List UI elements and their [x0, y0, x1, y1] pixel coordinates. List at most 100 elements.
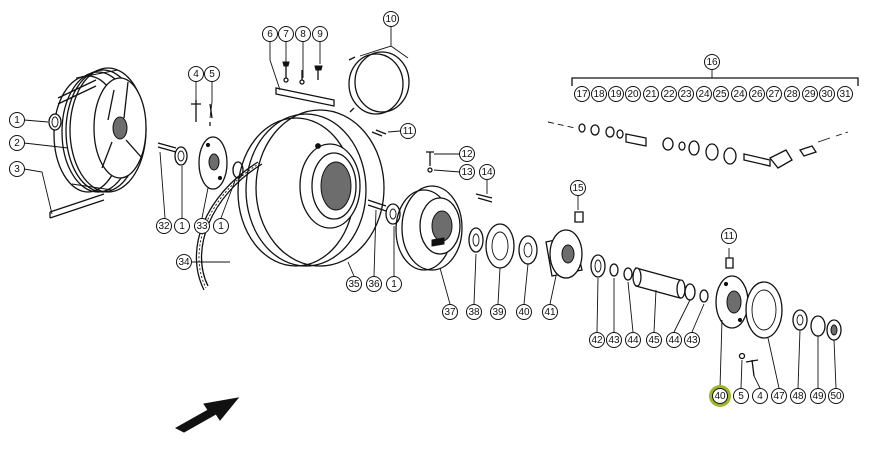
callout-circle — [684, 332, 700, 348]
callout-label: 36 — [368, 279, 380, 290]
callout-circle — [383, 11, 399, 27]
callout-label: 9 — [317, 29, 323, 40]
callout-c11b: 11 — [721, 228, 737, 244]
callout-c43a: 43 — [606, 332, 622, 348]
callout-c21: 21 — [643, 86, 659, 102]
callout-c29: 29 — [802, 86, 818, 102]
callout-label: 22 — [663, 89, 675, 100]
callout-label: 28 — [786, 89, 798, 100]
callout-label: 48 — [792, 391, 804, 402]
callout-c44a: 44 — [625, 332, 641, 348]
callout-circle — [9, 135, 25, 151]
callout-circle — [542, 304, 558, 320]
callout-circle — [749, 86, 765, 102]
callout-circle — [295, 26, 311, 42]
callout-circle — [643, 86, 659, 102]
callout-c47: 47 — [771, 388, 787, 404]
callout-label: 25 — [715, 89, 727, 100]
callout-circle — [442, 304, 458, 320]
callout-c18: 18 — [591, 86, 607, 102]
callout-circle — [466, 304, 482, 320]
callout-label: 45 — [648, 335, 660, 346]
callout-label: 1 — [391, 279, 397, 290]
direction-arrow — [174, 397, 240, 433]
callout-circle — [459, 146, 475, 162]
bearing-line-right — [468, 223, 709, 303]
callout-c23: 23 — [678, 86, 694, 102]
callout-c31: 31 — [837, 86, 853, 102]
callout-label: 44 — [668, 335, 680, 346]
callout-circle — [771, 388, 787, 404]
callout-label: 4 — [193, 69, 199, 80]
belt-strip — [49, 79, 105, 219]
callout-c22: 22 — [661, 86, 677, 102]
callout-circle — [819, 86, 835, 102]
callout-circle — [9, 161, 25, 177]
callout-label: 24 — [698, 89, 710, 100]
callout-circle — [721, 228, 737, 244]
callout-c14: 14 — [479, 164, 495, 180]
callout-circle — [713, 86, 729, 102]
callout-circle — [766, 86, 782, 102]
callout-label: 44 — [627, 335, 639, 346]
callout-label: 43 — [608, 335, 620, 346]
callout-c37: 37 — [442, 304, 458, 320]
callout-c16: 16 — [704, 54, 720, 70]
callout-label: 18 — [593, 89, 605, 100]
callout-circle — [589, 332, 605, 348]
callout-label: 14 — [481, 167, 493, 178]
callout-c5a: 5 — [204, 66, 220, 82]
callout-circle — [204, 66, 220, 82]
callout-c7: 7 — [278, 26, 294, 42]
callout-label: 41 — [544, 307, 556, 318]
callout-circle — [574, 86, 590, 102]
callout-label: 12 — [461, 149, 473, 160]
callout-c43b: 43 — [684, 332, 700, 348]
callout-c30: 30 — [819, 86, 835, 102]
callout-c1c: 1 — [213, 218, 229, 234]
callout-c48: 48 — [790, 388, 806, 404]
callout-c5b: 5 — [733, 388, 749, 404]
callout-label: 21 — [645, 89, 657, 100]
callout-circle — [278, 26, 294, 42]
callout-label: 11 — [403, 126, 414, 137]
callout-c20: 20 — [625, 86, 641, 102]
callout-c2: 2 — [9, 135, 25, 151]
callout-circle — [176, 254, 192, 270]
callout-circle — [479, 164, 495, 180]
callout-circle — [752, 388, 768, 404]
callout-label: 24 — [733, 89, 745, 100]
callout-c19: 19 — [608, 86, 624, 102]
callout-c50: 50 — [828, 388, 844, 404]
callout-label: 37 — [444, 307, 456, 318]
callout-label: 11 — [724, 231, 735, 242]
callout-label: 29 — [804, 89, 816, 100]
callout-circle — [346, 276, 362, 292]
callout-circle — [156, 218, 172, 234]
callout-c45: 45 — [646, 332, 662, 348]
callout-c15: 15 — [570, 180, 586, 196]
callout-c25: 25 — [713, 86, 729, 102]
callout-label: 17 — [576, 89, 588, 100]
callout-c34: 34 — [176, 254, 192, 270]
callout-circle — [837, 86, 853, 102]
callout-circle — [790, 388, 806, 404]
callout-c33: 33 — [194, 218, 210, 234]
callout-label: 31 — [839, 89, 851, 100]
callout-label: 35 — [348, 279, 360, 290]
callout-label: 42 — [591, 335, 603, 346]
callout-c1a: 1 — [9, 112, 25, 128]
callout-c1b: 1 — [174, 218, 190, 234]
callout-c4a: 4 — [188, 66, 204, 82]
callout-circle — [646, 332, 662, 348]
flange-bearing — [715, 257, 842, 377]
callout-circle — [188, 66, 204, 82]
callout-circle — [733, 388, 749, 404]
callout-label: 10 — [385, 14, 397, 25]
main-pulley — [237, 109, 387, 267]
callout-circle — [194, 218, 210, 234]
callout-label: 39 — [492, 307, 504, 318]
